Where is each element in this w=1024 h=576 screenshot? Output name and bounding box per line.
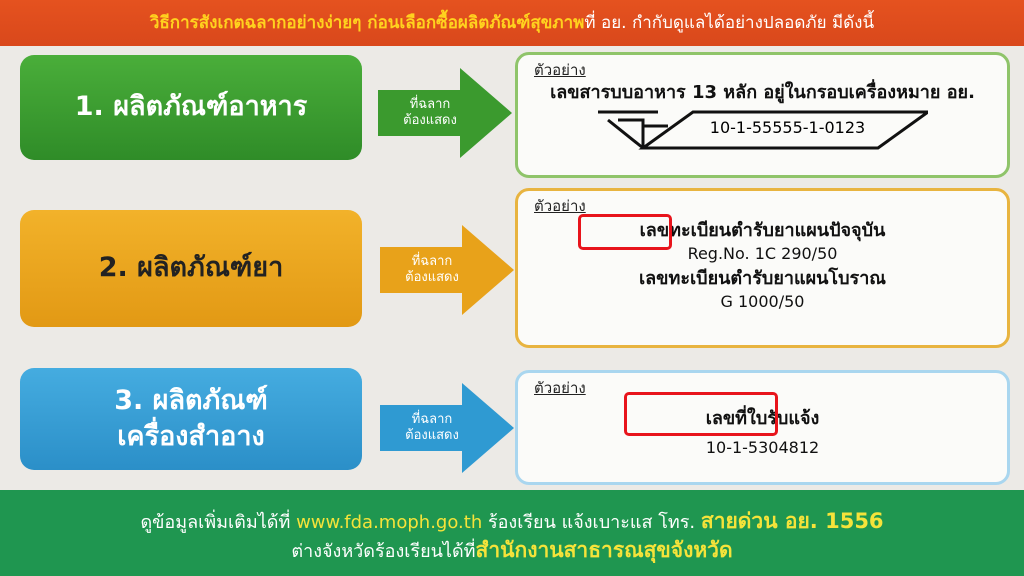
modern-drug-label: เลขทะเบียนตำรับยาแผนปัจจุบัน [639, 219, 886, 241]
category-food-label: 1. ผลิตภัณฑ์อาหาร [74, 91, 308, 123]
example-label: ตัวอย่าง [534, 379, 586, 397]
arrow-label: ต้องแสดง [403, 113, 457, 128]
arrow-cosmetic: ที่ฉลากต้องแสดง [380, 383, 514, 473]
modern-drug-number: Reg.No. 1C 290/50 [687, 243, 838, 263]
category-food: 1. ผลิตภัณฑ์อาหาร [20, 55, 362, 160]
category-cosmetic-label: เครื่องสำอาง [117, 421, 265, 452]
fda-logo-frame: 10-1-55555-1-0123 [597, 108, 928, 150]
fda-logo-frame-icon [597, 110, 928, 150]
arrow-label: ที่ฉลาก [409, 96, 451, 112]
arrow-label-group: ที่ฉลากต้องแสดง [390, 412, 474, 445]
cosmetic-notification-label: เลขที่ใบรับแจ้ง [705, 407, 820, 429]
arrow-label: ที่ฉลาก [411, 411, 453, 427]
arrow-label: ต้องแสดง [405, 428, 459, 443]
footer-text: ต่างจังหวัดร้องเรียนได้ที่ [291, 541, 476, 562]
header-title-rest: ที่ อย. กำกับดูแลได้อย่างปลอดภัย มีดังนี… [584, 12, 875, 33]
arrow-label-group: ที่ฉลากต้องแสดง [390, 254, 474, 287]
footer: ดูข้อมูลเพิ่มเติมได้ที่ www.fda.moph.go.… [0, 490, 1024, 576]
traditional-drug-number: G 1000/50 [720, 292, 805, 312]
example-label: ตัวอย่าง [534, 197, 586, 215]
cosmetic-notification-number: 10-1-5304812 [705, 437, 820, 457]
category-cosmetic-label: 3. ผลิตภัณฑ์ [114, 384, 268, 416]
arrow-label: ที่ฉลาก [411, 253, 453, 269]
example-drug: ตัวอย่าง เลขทะเบียนตำรับยาแผนปัจจุบัน Re… [515, 188, 1010, 348]
header-title-bold: วิธีการสังเกตฉลากอย่างง่ายๆ ก่อนเลือกซื้… [149, 12, 585, 33]
food-description: เลขสารบบอาหาร 13 หลัก อยู่ในกรอบเครื่องห… [550, 81, 975, 103]
provincial-office: สำนักงานสาธารณสุขจังหวัด [475, 538, 733, 562]
header-banner: วิธีการสังเกตฉลากอย่างง่ายๆ ก่อนเลือกซื้… [0, 0, 1024, 46]
traditional-drug-label: เลขทะเบียนตำรับยาแผนโบราณ [638, 267, 887, 289]
example-cosmetic: ตัวอย่าง เลขที่ใบรับแจ้ง 10-1-5304812 [515, 370, 1010, 485]
footer-line-1: ดูข้อมูลเพิ่มเติมได้ที่ www.fda.moph.go.… [140, 507, 883, 536]
category-cosmetic: 3. ผลิตภัณฑ์ เครื่องสำอาง [20, 368, 362, 470]
arrow-food: ที่ฉลากต้องแสดง [378, 68, 512, 158]
arrow-drug: ที่ฉลากต้องแสดง [380, 225, 514, 315]
arrow-icon [380, 383, 514, 473]
category-drug-label: 2. ผลิตภัณฑ์ยา [98, 252, 284, 284]
example-food: ตัวอย่าง เลขสารบบอาหาร 13 หลัก อยู่ในกรอ… [515, 52, 1010, 178]
footer-text: ดูข้อมูลเพิ่มเติมได้ที่ [140, 511, 297, 533]
footer-text: ร้องเรียน แจ้งเบาะแส โทร. [482, 511, 701, 533]
example-label: ตัวอย่าง [534, 61, 586, 79]
arrow-icon [378, 68, 512, 158]
footer-line-2: ต่างจังหวัดร้องเรียนได้ที่สำนักงานสาธารณ… [291, 536, 732, 565]
hotline: สายด่วน อย. 1556 [700, 508, 884, 533]
arrow-icon [380, 225, 514, 315]
arrow-label-group: ที่ฉลากต้องแสดง [388, 97, 472, 130]
category-drug: 2. ผลิตภัณฑ์ยา [20, 210, 362, 327]
arrow-label: ต้องแสดง [405, 270, 459, 285]
fda-website-link[interactable]: www.fda.moph.go.th [296, 511, 483, 533]
food-registration-number: 10-1-55555-1-0123 [709, 117, 866, 137]
